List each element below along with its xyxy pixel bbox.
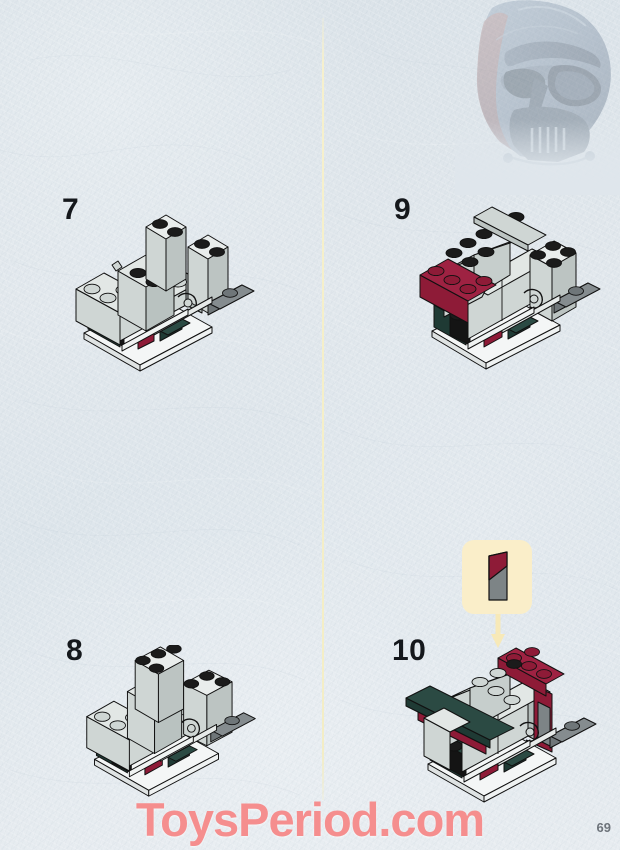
lego-model-step-8 xyxy=(86,645,256,797)
callout-part-icon xyxy=(488,551,508,601)
step-number-9: 9 xyxy=(394,193,412,226)
lego-model-step-7 xyxy=(75,214,255,372)
step-number-7: 7 xyxy=(62,193,80,226)
part-callout-bubble xyxy=(462,540,532,648)
step-number-10: 10 xyxy=(392,634,427,667)
step-number-8: 8 xyxy=(66,634,84,667)
page-number: 69 xyxy=(596,820,611,835)
column-divider xyxy=(322,18,324,800)
lego-model-step-9 xyxy=(419,206,601,370)
lego-model-step-10 xyxy=(405,647,597,803)
callout-arrow-head xyxy=(491,634,505,648)
